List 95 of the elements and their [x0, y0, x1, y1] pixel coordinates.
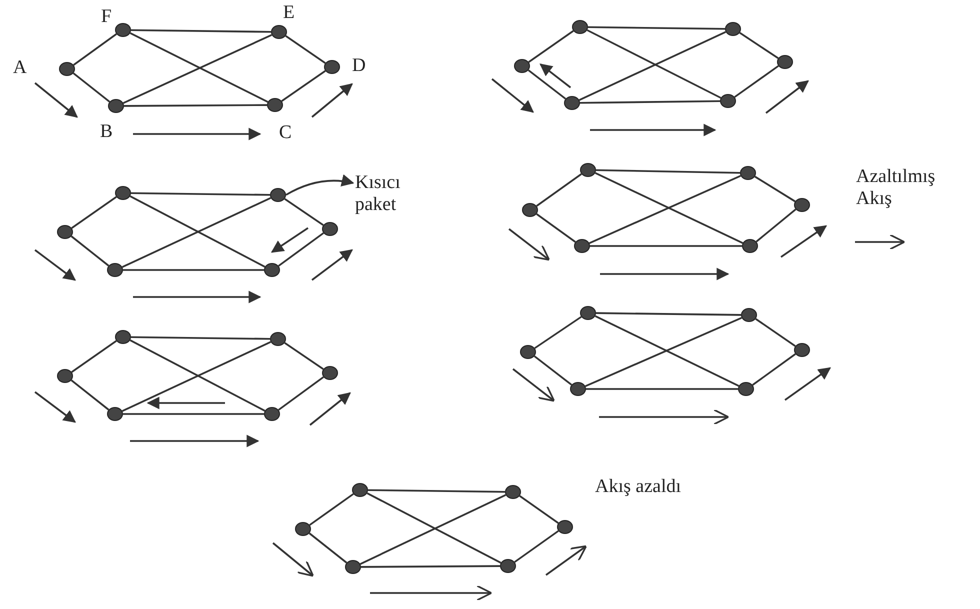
network-node: [500, 559, 516, 573]
link-line: [71, 340, 117, 373]
link-line: [284, 198, 324, 226]
network-node: [574, 239, 590, 253]
link-line: [534, 316, 582, 349]
network-node: [520, 345, 536, 359]
network-node: [57, 369, 73, 383]
link-line: [755, 318, 796, 347]
network-node: [271, 25, 287, 39]
link-line: [534, 355, 572, 386]
link-line: [536, 173, 582, 207]
network-node: [570, 382, 586, 396]
network-node: [345, 560, 361, 574]
network-node: [572, 20, 588, 34]
link-line: [596, 169, 740, 174]
link-line: [124, 104, 267, 107]
network-node: [107, 263, 123, 277]
node-letter: A: [13, 57, 27, 79]
link-line: [308, 532, 348, 564]
network-node: [352, 483, 368, 497]
network-node: [522, 203, 538, 217]
network-node: [324, 60, 340, 74]
link-line: [284, 342, 324, 370]
node-letter: E: [283, 2, 295, 24]
link-line: [754, 176, 796, 202]
network-node: [115, 186, 131, 200]
link-line: [309, 493, 354, 526]
link-line: [590, 245, 742, 247]
link-line: [580, 100, 720, 104]
network-node: [741, 308, 757, 322]
node-letter: C: [279, 122, 292, 144]
network-node: [505, 485, 521, 499]
network-node: [59, 62, 75, 76]
link-line: [519, 495, 559, 524]
arrow: [540, 64, 572, 88]
note-text: Azaltılmış Akış: [856, 166, 936, 210]
network-node: [270, 188, 286, 202]
network-node: [107, 407, 123, 421]
link-line: [528, 30, 574, 63]
link-line: [588, 26, 726, 30]
network-node: [322, 366, 338, 380]
link-line: [278, 376, 324, 411]
link-line: [72, 72, 110, 102]
network-node: [322, 222, 338, 236]
node-letter: B: [100, 121, 113, 143]
network-node: [115, 330, 131, 344]
link-line: [285, 35, 326, 64]
link-line: [514, 530, 559, 563]
link-line: [130, 336, 270, 340]
link-line: [71, 196, 117, 229]
link-line: [70, 380, 110, 410]
network-node: [740, 166, 756, 180]
link-line: [756, 208, 796, 242]
network-node: [742, 239, 758, 253]
network-node: [777, 55, 793, 69]
node-label: Kısıcı paket: [355, 172, 425, 216]
network-node: [264, 407, 280, 421]
link-line: [734, 65, 779, 98]
network-node: [725, 22, 741, 36]
link-line: [536, 213, 576, 243]
network-node: [115, 23, 131, 37]
network-node: [270, 332, 286, 346]
network-node: [264, 263, 280, 277]
link-line: [123, 413, 264, 415]
link-line: [130, 192, 270, 196]
network-node: [267, 98, 283, 112]
network-node: [514, 59, 530, 73]
node-letter: F: [101, 6, 112, 28]
network-node: [580, 163, 596, 177]
link-line: [123, 269, 264, 271]
network-node: [57, 225, 73, 239]
network-node: [580, 306, 596, 320]
link-line: [739, 32, 779, 59]
link-line: [278, 232, 324, 267]
network-node: [564, 96, 580, 110]
network-node: [794, 198, 810, 212]
note-text: Akış azaldı: [595, 476, 682, 498]
link-line: [281, 70, 326, 102]
network-node: [295, 522, 311, 536]
link-line: [361, 565, 500, 568]
link-line: [368, 489, 506, 493]
network-node: [108, 99, 124, 113]
link-line: [586, 388, 738, 390]
network-node: [557, 520, 573, 534]
link-line: [70, 236, 110, 266]
link-line: [130, 29, 272, 33]
link-line: [752, 353, 796, 386]
node-letter: D: [352, 55, 366, 77]
network-node: [794, 343, 810, 357]
link-line: [528, 69, 566, 100]
link-line: [73, 33, 117, 66]
network-node: [738, 382, 754, 396]
link-line: [596, 312, 742, 316]
arrow: [286, 174, 354, 196]
network-node: [720, 94, 736, 108]
